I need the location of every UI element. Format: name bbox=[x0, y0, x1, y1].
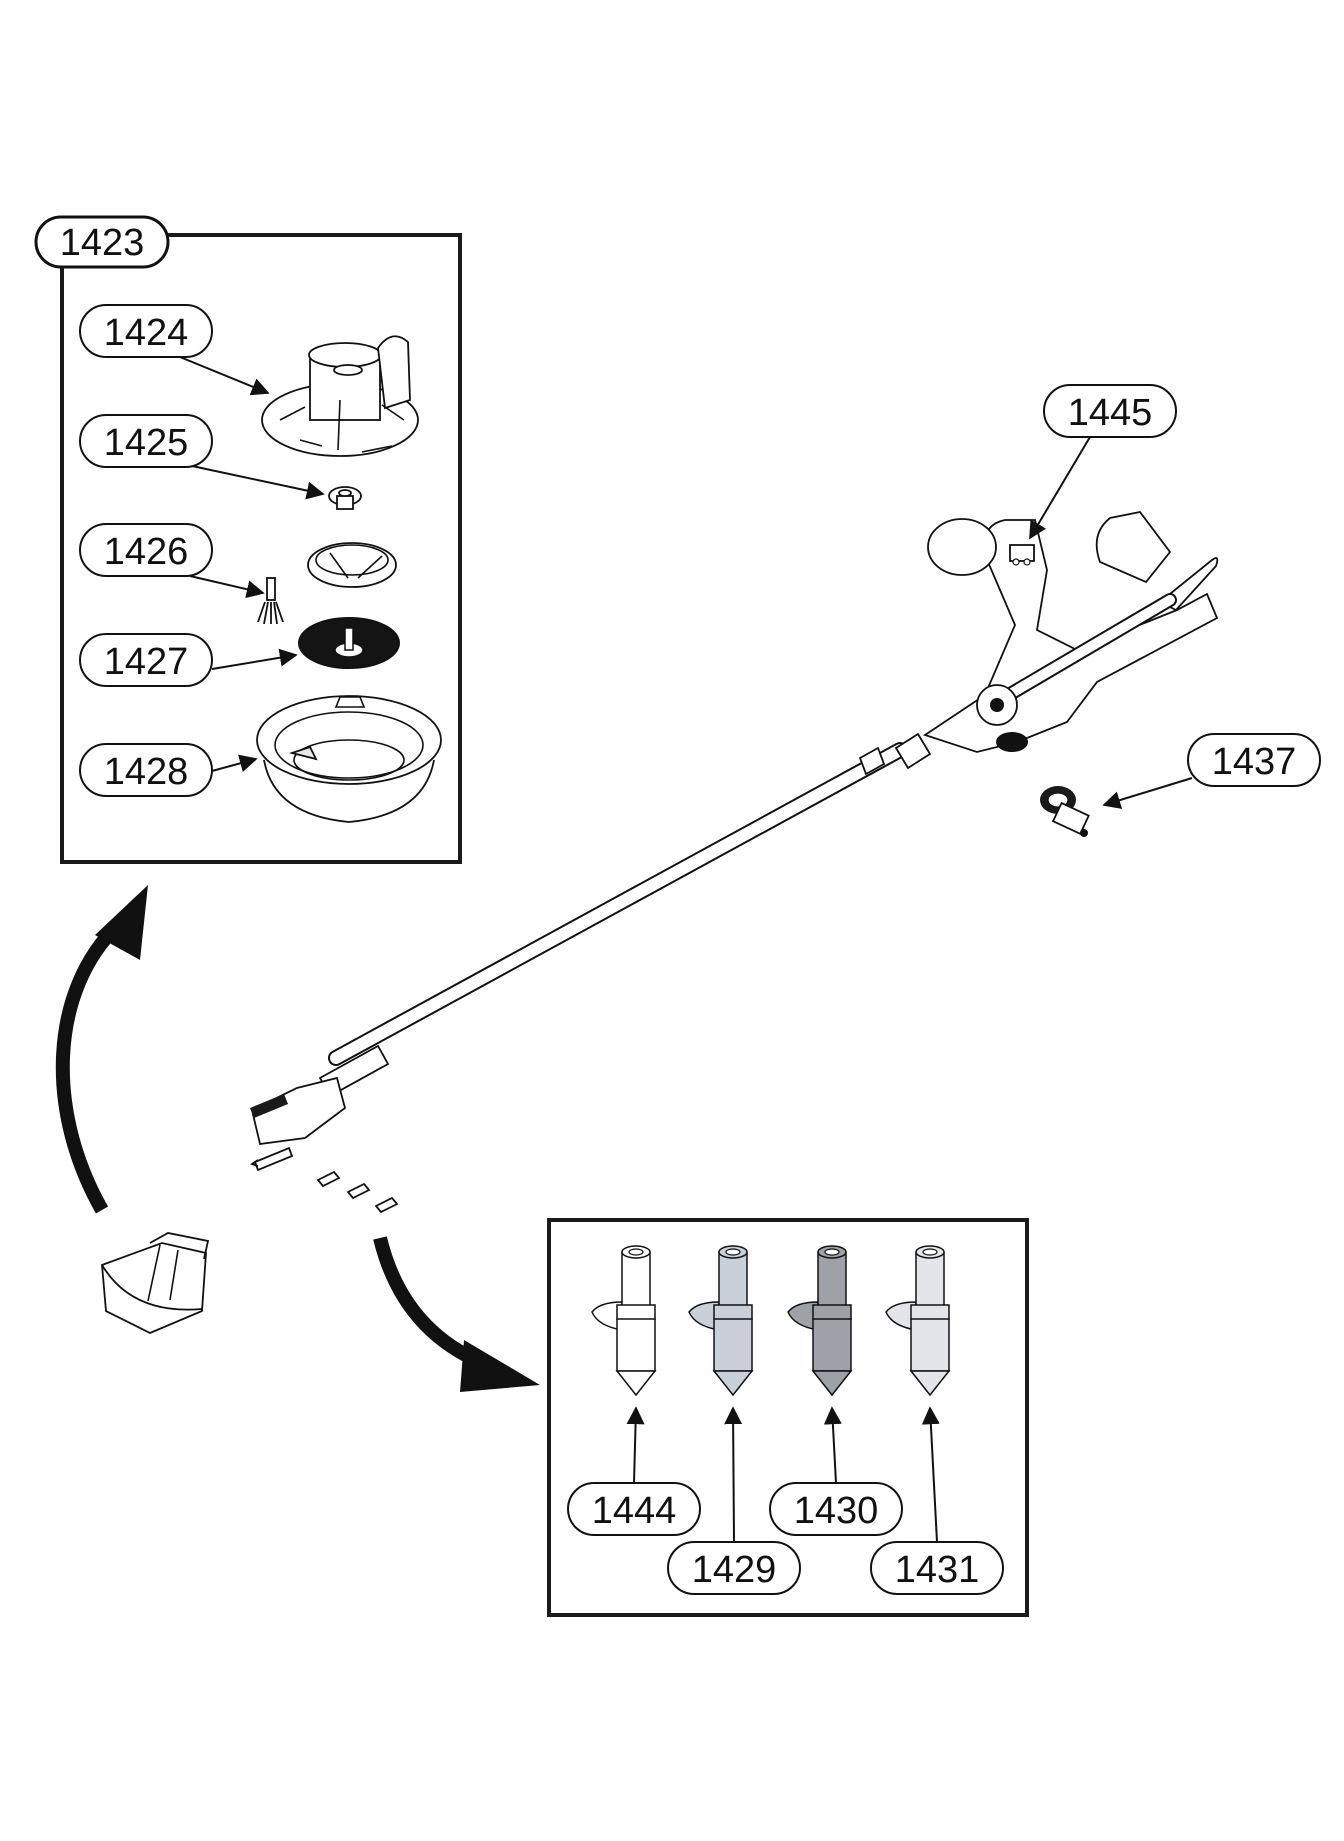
trimmer-main-body[interactable] bbox=[249, 511, 1219, 1172]
leader-1428 bbox=[211, 754, 258, 772]
trimmer-head-part[interactable] bbox=[101, 1232, 210, 1334]
loose-nozzle-pins[interactable] bbox=[316, 1170, 399, 1214]
callout-1437[interactable]: 1437 bbox=[1187, 733, 1321, 787]
leader-1445 bbox=[1029, 436, 1091, 540]
callout-1429[interactable]: 1429 bbox=[667, 1541, 801, 1595]
pins-frame bbox=[547, 1218, 1029, 1617]
leader-1429 bbox=[724, 1406, 743, 1543]
pin-1429[interactable] bbox=[688, 1245, 754, 1397]
callout-1437-label: 1437 bbox=[1212, 741, 1297, 783]
callout-1426-label: 1426 bbox=[104, 531, 189, 573]
part-1445-connector[interactable] bbox=[1009, 544, 1035, 566]
pin-1431[interactable] bbox=[885, 1245, 951, 1397]
callout-1425[interactable]: 1425 bbox=[79, 414, 213, 468]
callout-1423[interactable]: 1423 bbox=[34, 215, 170, 269]
part-1427-disc[interactable] bbox=[298, 617, 400, 669]
part-1426-spring[interactable] bbox=[257, 577, 284, 625]
callout-1431-label: 1431 bbox=[895, 1549, 980, 1591]
leader-1427 bbox=[211, 648, 298, 670]
callout-1424[interactable]: 1424 bbox=[79, 304, 213, 358]
part-1437-knob[interactable] bbox=[1040, 786, 1090, 837]
callout-1425-label: 1425 bbox=[104, 422, 189, 464]
callout-1444[interactable]: 1444 bbox=[567, 1482, 701, 1536]
curved-arrow-to-pins-box bbox=[373, 1236, 540, 1392]
callout-1428[interactable]: 1428 bbox=[79, 743, 213, 797]
pin-1444[interactable] bbox=[591, 1245, 657, 1397]
nozzle-pins-group: 1444 1429 1430 1431 bbox=[547, 1218, 1029, 1617]
part-1424-spool-cover[interactable] bbox=[261, 335, 419, 457]
callout-1429-label: 1429 bbox=[692, 1549, 777, 1591]
head-assembly-group: 1423 1424 1425 bbox=[34, 215, 462, 864]
callout-1423-label: 1423 bbox=[60, 222, 145, 264]
callout-1426[interactable]: 1426 bbox=[79, 523, 213, 577]
callout-1431[interactable]: 1431 bbox=[870, 1541, 1004, 1595]
callout-1430[interactable]: 1430 bbox=[769, 1482, 903, 1536]
head-assembly-frame bbox=[60, 233, 462, 864]
callout-1445[interactable]: 1445 bbox=[1043, 384, 1177, 438]
callout-1428-label: 1428 bbox=[104, 751, 189, 793]
callout-1424-label: 1424 bbox=[104, 312, 189, 354]
pin-1430[interactable] bbox=[787, 1245, 853, 1397]
leader-1431 bbox=[921, 1406, 940, 1543]
leader-1430 bbox=[823, 1406, 842, 1484]
part-spool-ring bbox=[307, 542, 397, 588]
callout-1445-label: 1445 bbox=[1068, 392, 1153, 434]
callout-1427-label: 1427 bbox=[104, 641, 189, 683]
curved-arrow-to-head-box bbox=[55, 885, 148, 1214]
leader-1426 bbox=[189, 575, 265, 599]
leader-1437 bbox=[1102, 777, 1193, 809]
leader-1425 bbox=[191, 465, 325, 500]
callout-1444-label: 1444 bbox=[592, 1490, 677, 1532]
callout-1430-label: 1430 bbox=[794, 1490, 879, 1532]
part-1428-housing[interactable] bbox=[256, 695, 442, 823]
part-1425-eyelet[interactable] bbox=[328, 486, 362, 510]
leader-1444 bbox=[626, 1406, 645, 1484]
callout-1427[interactable]: 1427 bbox=[79, 633, 213, 687]
leader-1424 bbox=[179, 356, 270, 396]
